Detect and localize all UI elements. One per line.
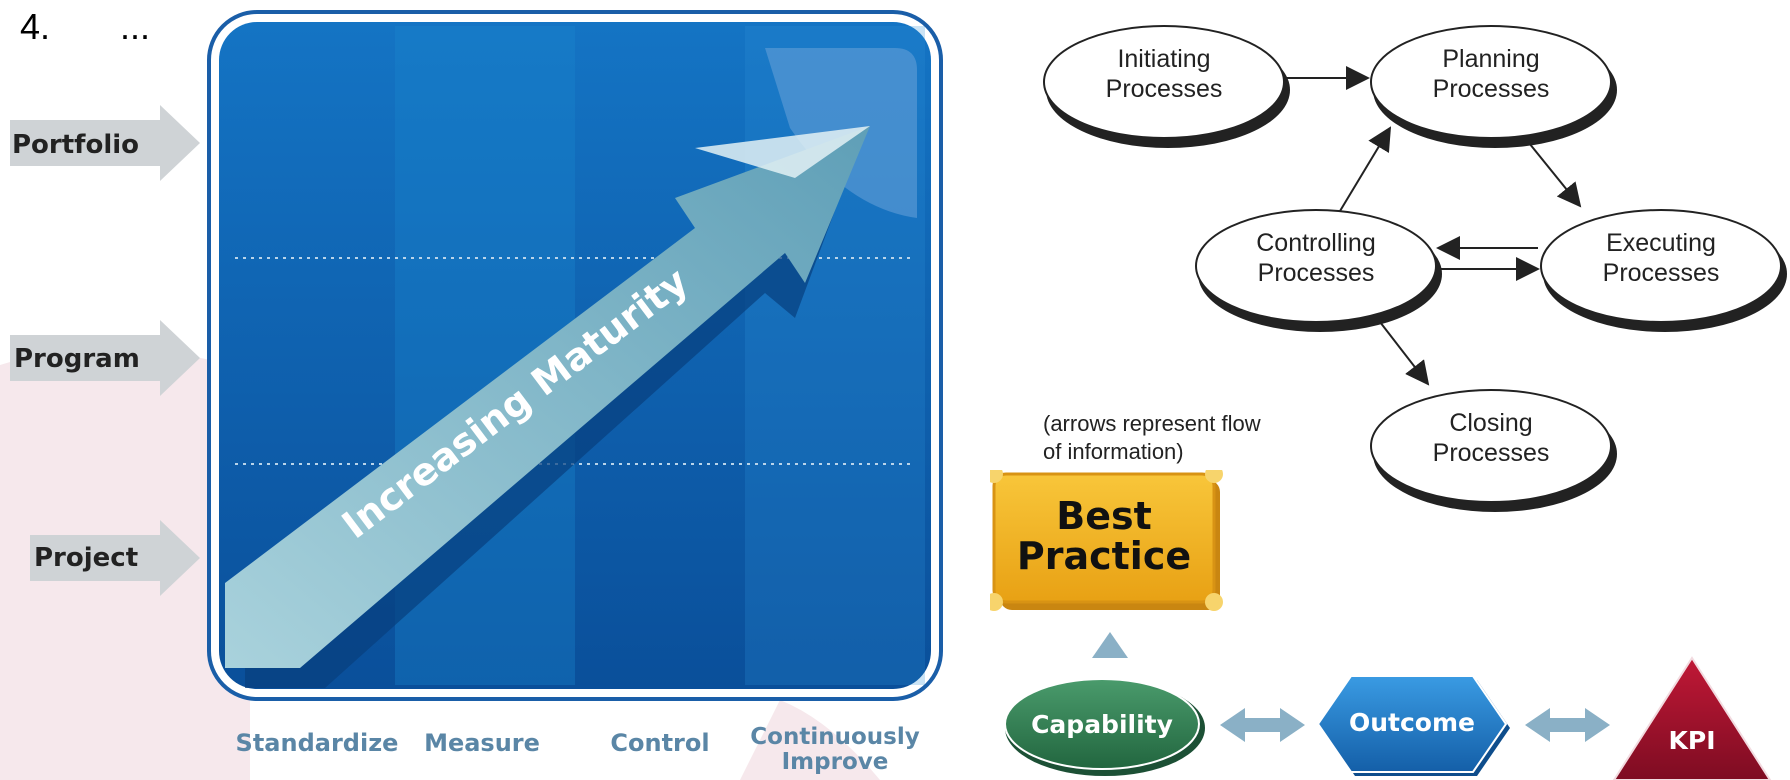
double-arrow-icon xyxy=(1525,708,1610,742)
best-practice-line-1: Best xyxy=(1056,494,1152,538)
kpi-label: KPI xyxy=(1668,726,1716,755)
executing-line-1: Executing xyxy=(1606,229,1716,257)
capability-node xyxy=(1004,678,1205,776)
executing-node xyxy=(1540,209,1787,332)
level-arrows xyxy=(10,105,200,596)
controlling-label: Controlling Processes xyxy=(1206,228,1426,288)
planning-node xyxy=(1370,25,1617,148)
best-practice-line-2: Practice xyxy=(1016,534,1192,578)
best-practice-box xyxy=(990,470,1223,611)
portfolio-arrow xyxy=(10,105,200,181)
initiating-line-2: Processes xyxy=(1105,75,1223,103)
process-groups-diagram xyxy=(1043,25,1787,512)
double-arrow-icon xyxy=(1220,708,1305,742)
up-arrow-icon xyxy=(1092,632,1128,658)
best-practice-title: Best Practice xyxy=(994,496,1214,576)
maturity-panel: Increasing Maturity xyxy=(207,10,943,701)
outcome-label: Outcome xyxy=(1348,708,1475,737)
stage-label-standardize: Standardize xyxy=(235,729,399,757)
initiating-line-1: Initiating xyxy=(1117,45,1211,73)
initiating-label: Initiating Processes xyxy=(1054,44,1274,104)
controlling-line-2: Processes xyxy=(1257,259,1375,287)
level-label-program: Program xyxy=(14,344,140,374)
slide-number: 4. xyxy=(20,6,51,47)
planning-label: Planning Processes xyxy=(1381,44,1601,104)
level-label-portfolio: Portfolio xyxy=(12,130,140,160)
executing-label: Executing Processes xyxy=(1551,228,1771,288)
closing-line-1: Closing xyxy=(1449,409,1533,437)
slide-ellipsis: ... xyxy=(120,6,151,47)
outcome-node xyxy=(1316,675,1510,776)
flow-note: (arrows represent flow of information) xyxy=(1043,410,1343,466)
stage-label-control: Control xyxy=(610,729,710,757)
best-practice-graphic xyxy=(990,470,1772,780)
flow-note-line-2: of information) xyxy=(1043,439,1184,464)
stage-label-measure: Measure xyxy=(424,729,540,757)
program-arrow xyxy=(10,320,200,396)
project-arrow xyxy=(30,520,200,596)
executing-line-2: Processes xyxy=(1602,259,1720,287)
kpi-node xyxy=(1612,656,1772,780)
closing-label: Closing Processes xyxy=(1381,408,1601,468)
flow-note-line-1: (arrows represent flow xyxy=(1043,411,1261,436)
level-label-project: Project xyxy=(34,543,139,573)
capability-label: Capability xyxy=(1031,710,1173,739)
controlling-line-1: Controlling xyxy=(1256,229,1376,257)
planning-line-1: Planning xyxy=(1442,45,1540,73)
stage-label-continuously-improve: Continuously Improve xyxy=(750,724,920,775)
closing-node xyxy=(1370,389,1617,512)
initiating-node xyxy=(1043,25,1290,148)
closing-line-2: Processes xyxy=(1432,439,1550,467)
planning-line-2: Processes xyxy=(1432,75,1550,103)
controlling-node xyxy=(1195,209,1442,332)
